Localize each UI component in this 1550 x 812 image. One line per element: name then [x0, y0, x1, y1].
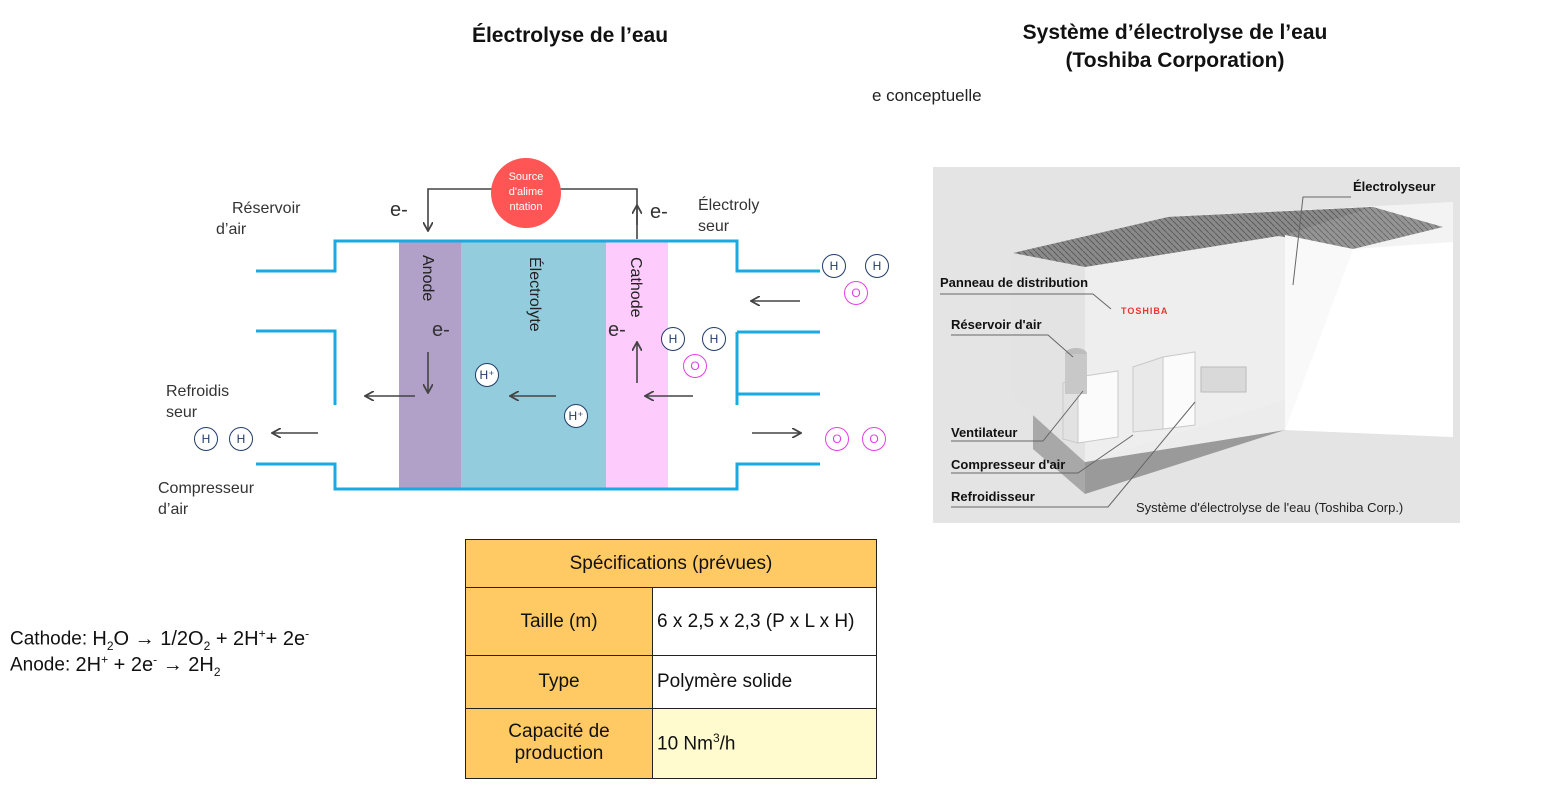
table-row: Spécifications (prévues) [465, 538, 877, 589]
h-molecule: H [229, 427, 253, 451]
container-illustration [1013, 202, 1453, 494]
right-title-line2: (Toshiba Corporation) [1065, 49, 1285, 72]
callout-lines [940, 196, 1351, 508]
h-molecule: H [702, 327, 726, 351]
o-molecule: O [844, 281, 868, 305]
electron-label-inner-left: e- [432, 319, 450, 341]
cathode-equation: Cathode: H2O → 1/2O2 + 2H++ 2e- [10, 626, 310, 653]
power-source-label: Source d'alime ntation [508, 171, 544, 213]
o-molecule: O [862, 427, 886, 451]
callout-air-tank: Réservoir d'air [951, 317, 1042, 332]
vessel-pipes [256, 239, 820, 491]
electron-label-right: e- [650, 201, 668, 223]
spec-value: 6 x 2,5 x 2,3 (P x L x H) [652, 587, 877, 657]
left-title: Électrolyse de l’eau [471, 24, 669, 47]
h-molecule: H [865, 254, 889, 278]
table-row: Type Polymère solide [465, 655, 877, 709]
right-title: Système d’électrolyse de l’eau (Toshiba … [925, 19, 1425, 75]
toshiba-brand: TOSHIBA [1121, 306, 1169, 316]
h-molecule: H [661, 327, 685, 351]
h-plus-ion: H⁺ [564, 404, 588, 428]
callout-electrolyzer: Électrolyseur [1353, 179, 1436, 194]
toshiba-system-photo: Électrolyseur Panneau de distribution Ré… [933, 167, 1460, 523]
electron-label-inner-right: e- [608, 319, 626, 341]
right-title-line1: Système d’électrolyse de l’eau [1022, 21, 1328, 44]
callout-distribution-panel: Panneau de distribution [940, 275, 1089, 290]
spec-key: Capacité de production [465, 707, 653, 780]
callout-air-compressor: Compresseur d'air [951, 457, 1066, 472]
spec-table-header: Spécifications (prévues) [465, 538, 877, 589]
spec-value: 10 Nm3/h [652, 707, 877, 780]
anode-layer [399, 241, 461, 489]
h-molecule: H [194, 427, 218, 451]
spec-key: Taille (m) [465, 587, 653, 657]
h-plus-ion: H⁺ [475, 363, 499, 387]
spec-table: Spécifications (prévues) Taille (m) 6 x … [465, 538, 877, 780]
electrolysis-diagram [256, 158, 820, 491]
power-source-circle [491, 158, 561, 228]
anode-label: Anode [419, 255, 436, 302]
photo-caption: Système d'électrolyse de l'eau (Toshiba … [1136, 500, 1404, 515]
spec-key: Type [465, 655, 653, 709]
callout-cooler: Refroidisseur [951, 489, 1035, 504]
spec-value: Polymère solide [652, 655, 877, 709]
external-circuit [428, 188, 637, 239]
table-row: Capacité de production 10 Nm3/h [465, 707, 877, 780]
o-molecule: O [683, 354, 707, 378]
table-row: Taille (m) 6 x 2,5 x 2,3 (P x L x H) [465, 587, 877, 657]
partial-caption: e conceptuelle [872, 86, 982, 105]
anode-equation: Anode: 2H+ + 2e- → 2H2 [10, 652, 221, 679]
h-molecule: H [822, 254, 846, 278]
callout-fan: Ventilateur [951, 425, 1018, 440]
o-molecule: O [825, 427, 849, 451]
flow-arrows [273, 301, 800, 433]
electron-label-left: e- [390, 199, 408, 221]
electrolyte-label: Électrolyte [526, 257, 543, 332]
cathode-label: Cathode [627, 257, 644, 318]
